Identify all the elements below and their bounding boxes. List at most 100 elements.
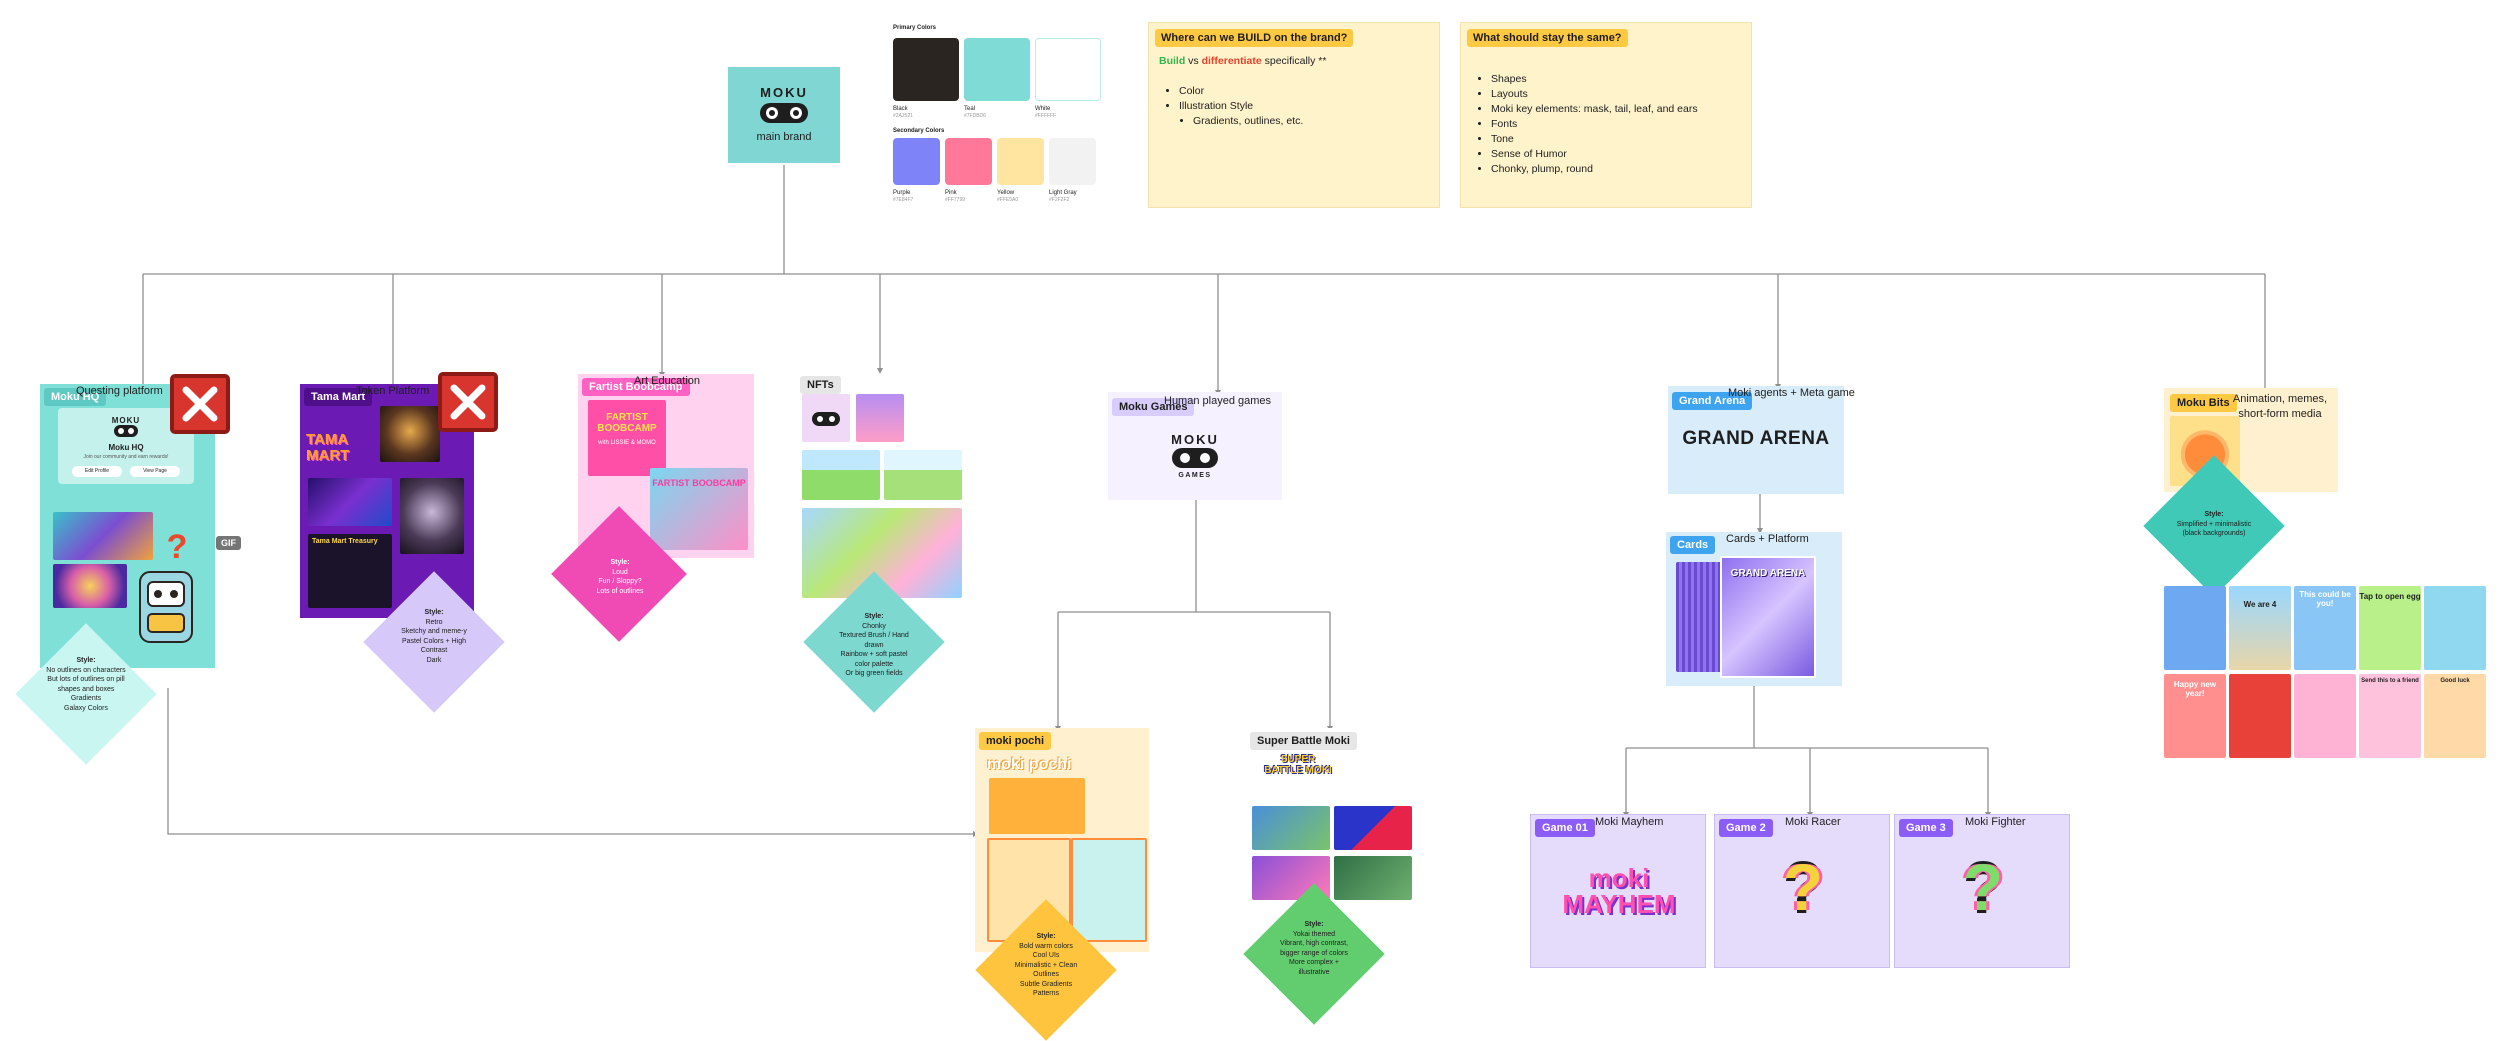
fartist-poster: FARTIST BOOBCAMP with LISSIE & MOMO <box>588 400 666 476</box>
bits-tile <box>2164 586 2226 670</box>
moki-pochi-logo: moki pochi <box>987 756 1072 773</box>
question-mark-icon: ? <box>1782 850 1824 924</box>
edit-profile-button[interactable]: Edit Profile <box>72 466 122 477</box>
style-item: Galaxy Colors <box>64 704 108 712</box>
bits-tile-text: We are 4 <box>2243 600 2277 609</box>
moki-robot-icon <box>139 571 193 643</box>
swatch-code: #FF7799 <box>945 197 966 203</box>
list-item: Moki key elements: mask, tail, leaf, and… <box>1491 102 1698 117</box>
style-item: Textured Brush / Hand drawn <box>839 632 909 649</box>
game-frame-moki-mayhem[interactable]: Game 01 Moki Mayhem moki MAYHEM <box>1530 814 1706 968</box>
question-mark-icon: ? <box>166 528 188 566</box>
game-tag: Game 3 <box>1899 819 1953 837</box>
style-item: Patterns <box>1032 990 1060 997</box>
tama-mart-frame[interactable]: Tama Mart Token Platform TAMA MART Tama … <box>300 384 474 618</box>
sticky-note-stay-same[interactable]: What should stay the same? Shapes Layout… <box>1460 22 1752 208</box>
swatch-code: #2A2521 <box>893 113 914 119</box>
treasury-panel: Tama Mart Treasury <box>308 534 392 608</box>
list-item: Illustration Style Gradients, outlines, … <box>1179 99 1303 129</box>
moku-games-logo-bottom: GAMES <box>1178 472 1212 479</box>
swatch-label: White <box>1035 106 1051 112</box>
game-frame-moki-racer[interactable]: Game 2 Moki Racer ? <box>1714 814 1890 968</box>
view-page-button[interactable]: View Page <box>130 466 180 477</box>
list-item: Shapes <box>1491 72 1698 87</box>
moku-games-tag: Moku Games <box>1112 398 1195 416</box>
moku-bits-frame[interactable]: Moku Bits Animation, memes, short-form m… <box>2164 388 2338 492</box>
style-item: Lots of outlines <box>596 587 644 595</box>
card-logo: MOKU <box>111 416 141 425</box>
poster-title: FARTIST BOOBCAMP <box>597 412 657 434</box>
grand-arena-logo: GRAND ARENA <box>1682 428 1830 449</box>
game-frame-moki-fighter[interactable]: Game 3 Moki Fighter ? <box>1894 814 2070 968</box>
primary-colors-title: Primary Colors <box>893 25 937 31</box>
main-brand-card[interactable]: MOKU main brand <box>728 67 840 163</box>
style-item: Bold warm colors <box>1019 942 1073 950</box>
goggles-icon <box>114 425 138 437</box>
style-item: But lots of outlines on pill shapes and … <box>47 676 125 693</box>
neon-room-image <box>308 478 392 526</box>
cards-title: Cards + Platform <box>1726 533 1809 545</box>
bits-tile <box>2424 586 2486 670</box>
swatch-white <box>1035 38 1101 101</box>
battle-vs-image <box>1334 806 1412 850</box>
secondary-colors-title: Secondary Colors <box>893 128 945 134</box>
style-item: Chonky <box>862 622 886 630</box>
moku-hq-frame[interactable]: Moku HQ Questing platform MOKU Moku HQ J… <box>40 384 241 668</box>
list-item: Fonts <box>1491 117 1698 132</box>
pochi-screen <box>989 778 1085 834</box>
moku-logo-text: MOKU <box>760 85 808 100</box>
rat-character-image <box>400 478 464 554</box>
battle-screenshot <box>1252 806 1330 850</box>
style-item: No outlines on characters <box>46 666 126 674</box>
style-item: Vibrant, high contrast, bigger range of … <box>1280 940 1348 957</box>
swatch-label: Pink <box>945 190 957 196</box>
super-battle-frame[interactable]: Super Battle Moki SUPER BATTLE MOKI <box>1246 728 1416 904</box>
bits-tile-text: This could be you! <box>2299 590 2351 608</box>
bits-tile: Tap to open egg <box>2359 586 2421 670</box>
game-title: Moki Mayhem <box>1595 816 1664 828</box>
list-item: Color <box>1179 84 1303 99</box>
list-item: Tone <box>1491 132 1698 147</box>
bits-tile <box>2294 674 2356 758</box>
list-item: Chonky, plump, round <box>1491 162 1698 177</box>
same-list: Shapes Layouts Moki key elements: mask, … <box>1475 72 1698 177</box>
pochi-ui-panel <box>1071 838 1147 942</box>
bits-tile-text: Happy new year! <box>2173 680 2217 698</box>
bits-tile: Good luck <box>2424 674 2486 758</box>
nfts-frame[interactable]: NFTs <box>798 374 966 600</box>
swatch-label: Light Gray <box>1049 190 1077 196</box>
cards-tag: Cards <box>1670 536 1716 554</box>
nfts-style-text: Style: Chonky Textured Brush / Hand draw… <box>834 612 914 679</box>
card-title: Moku HQ <box>108 443 144 452</box>
style-item: Gradients <box>70 695 102 702</box>
list-item: Gradients, outlines, etc. <box>1193 114 1303 129</box>
swatch-light-gray <box>1049 138 1096 185</box>
game-tag: Game 2 <box>1719 819 1773 837</box>
moki-pochi-style-text: Style: Bold warm colors Cool UIs Minimal… <box>1006 932 1086 999</box>
style-item: Minimalistic + Clean <box>1014 961 1078 969</box>
card-subtitle: Join our community and earn rewards! <box>83 454 169 460</box>
rejected-x-icon <box>438 372 498 432</box>
tama-mart-logo: TAMA MART <box>306 431 350 464</box>
moku-games-frame[interactable]: Moku Games Human played games MOKU GAMES <box>1108 392 1282 500</box>
style-item: Dark <box>426 656 442 664</box>
sticky-note-build[interactable]: Where can we BUILD on the brand? Build v… <box>1148 22 1440 208</box>
build-vs-differentiate: Build vs differentiate specifically ** <box>1159 55 1326 67</box>
build-list: Color Illustration Style Gradients, outl… <box>1163 84 1303 129</box>
vs-word: vs <box>1188 55 1199 67</box>
super-battle-logo: SUPER BATTLE MOKI <box>1264 754 1332 776</box>
grand-arena-frame[interactable]: Grand Arena Moki agents + Meta game GRAN… <box>1668 386 1855 494</box>
sticky-build-header: Where can we BUILD on the brand? <box>1155 29 1354 47</box>
swatch-code: #F2F2F2 <box>1049 197 1070 203</box>
nft-image <box>802 394 850 442</box>
fartist-title: Art Education <box>634 375 701 387</box>
moku-games-logo-top: MOKU <box>1171 432 1219 447</box>
style-item: Rainbow + soft pastel color palette <box>840 651 908 668</box>
tama-mart-title: Token Platform <box>356 385 430 397</box>
cards-frame[interactable]: Cards Cards + Platform GRAND ARENA <box>1666 532 1842 686</box>
swatch-teal <box>964 38 1030 101</box>
tama-mart-style-text: Style: Retro Sketchy and meme-y Pastel C… <box>394 608 474 665</box>
trophy-image <box>380 406 440 462</box>
style-item: Or big green fields <box>845 670 903 677</box>
swatch-yellow <box>997 138 1044 185</box>
